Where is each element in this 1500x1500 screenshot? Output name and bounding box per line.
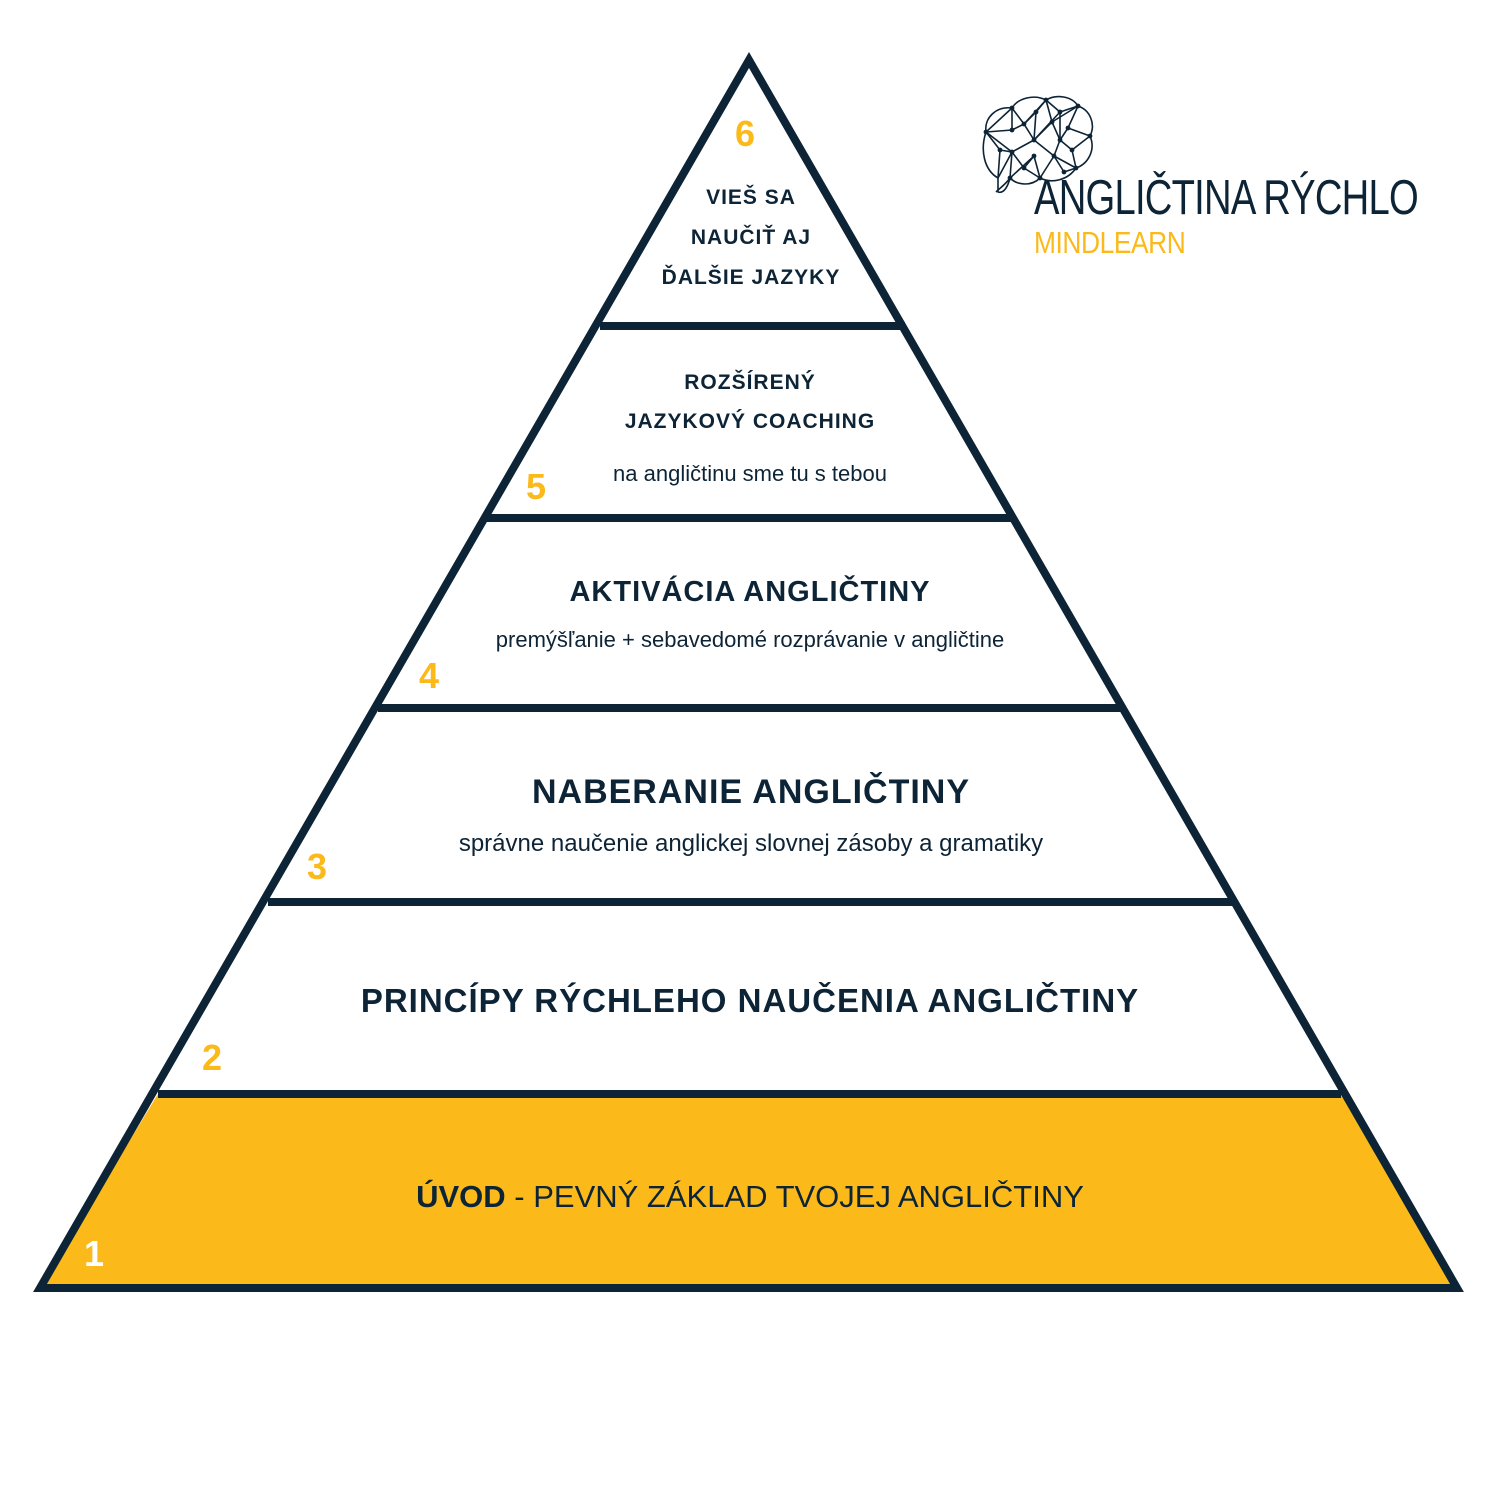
level-5-subtitle: na angličtinu sme tu s tebou <box>613 461 887 486</box>
level-1-band <box>40 1094 1457 1288</box>
brand-title: ANGLIČTINA RÝCHLO <box>1034 171 1419 225</box>
geometric-brain-icon <box>982 95 1094 194</box>
level-3-title: NABERANIE ANGLIČTINY <box>531 773 971 811</box>
level-1-title-bold: ÚVOD <box>416 1179 506 1214</box>
level-4-title: AKTIVÁCIA ANGLIČTINY <box>569 576 931 608</box>
level-4-subtitle: premýšľanie + sebavedomé rozprávanie v a… <box>495 627 1005 652</box>
level-5-number: 5 <box>526 466 547 507</box>
level-5-title-line1: ROZŠÍRENÝ <box>684 371 816 394</box>
brand-subtitle: MINDLEARN <box>1034 225 1186 260</box>
level-2-number: 2 <box>202 1037 223 1078</box>
pyramid-outline <box>33 51 1464 1292</box>
level-2-title: PRINCÍPY RÝCHLEHO NAUČENIA ANGLIČTINY <box>360 982 1140 1019</box>
level-1-title-rest: - PEVNÝ ZÁKLAD TVOJEJ ANGLIČTINY <box>505 1179 1084 1214</box>
level-1-number: 1 <box>84 1233 105 1274</box>
level-1-title: ÚVOD - PEVNÝ ZÁKLAD TVOJEJ ANGLIČTINY <box>416 1179 1084 1215</box>
level-3-number: 3 <box>307 846 328 887</box>
level-5-title-line2: JAZYKOVÝ COACHING <box>624 410 876 433</box>
level-3-subtitle: správne naučenie anglickej slovnej zásob… <box>458 830 1044 857</box>
level-6-title-line2: NAUČIŤ AJ <box>690 226 812 249</box>
level-6-title-line3: ĎALŠIE JAZYKY <box>661 266 841 289</box>
level-6-number: 6 <box>735 113 756 154</box>
level-6-title-line1: VIEŠ SA <box>706 186 796 209</box>
level-4-number: 4 <box>419 655 440 696</box>
